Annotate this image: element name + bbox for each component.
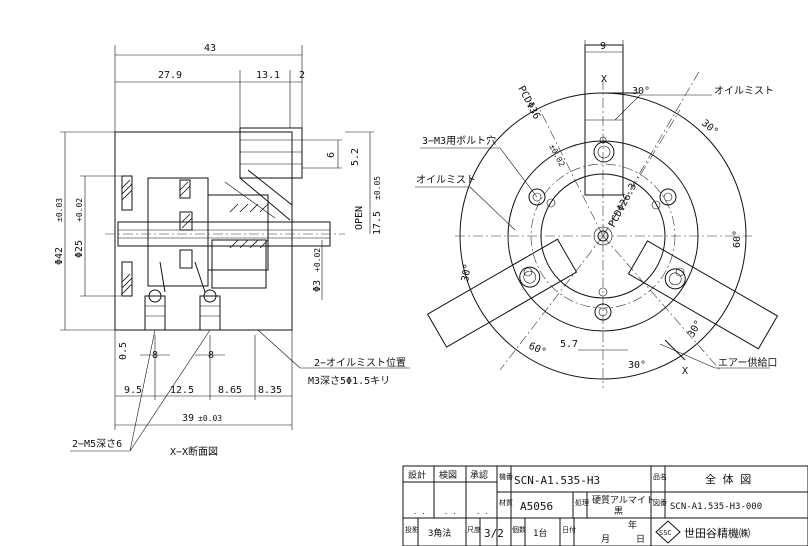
tb-check: 検図 <box>439 469 457 481</box>
logo-text: SSC <box>659 529 672 537</box>
label-x-bottom: X <box>682 366 688 377</box>
tb-zuban-label: 図番 <box>653 499 667 507</box>
angle-30-left: 30° <box>460 263 474 283</box>
tb-zairyo: A5056 <box>520 500 553 513</box>
label-open: OPEN <box>354 206 365 230</box>
note-m3-bolt: 3−M3用ボルト穴 <box>422 134 496 147</box>
dim-b95: 9.5 <box>124 385 142 396</box>
dim-right-width: 13.1 <box>256 70 280 81</box>
tb-qty-label: 個数 <box>512 525 526 534</box>
tb-shori: 硬質アルマイト <box>592 494 655 506</box>
dim-top-width: 9 <box>600 41 606 52</box>
dim-left-width: 27.9 <box>158 70 182 81</box>
dim-h175: 17.5 <box>372 211 383 235</box>
tb-design: 設計 <box>408 469 426 481</box>
company-logo: SSC <box>655 520 681 544</box>
dim-right-end: 2 <box>299 70 305 81</box>
tb-day: 日 <box>636 534 645 545</box>
note-air-port: エアー供給口 <box>718 356 777 369</box>
note-m5-depth: 2−M5深さ6 <box>72 438 122 450</box>
label-x-top: X <box>601 74 607 85</box>
note-oil-mist-pos: 2−オイルミスト位置 <box>314 356 406 369</box>
pcd-36-tol: ±0.02 <box>547 143 566 169</box>
tb-hinmei-label: 品名 <box>653 472 667 481</box>
dim-b125: 12.5 <box>170 385 194 396</box>
tb-shori-label: 処理 <box>575 498 589 507</box>
tb-dots-1: . . <box>413 508 426 516</box>
angle-30-bottom: 30° <box>628 360 646 371</box>
tb-shori-color: 黒 <box>614 506 623 517</box>
tb-tohei-label: 投影 <box>405 525 419 534</box>
tb-month: 月 <box>601 534 610 545</box>
tb-kiban-label: 機番 <box>499 472 513 481</box>
section-title: X−X断面図 <box>170 445 218 458</box>
angle-30-bottom-right: 30° <box>686 318 705 339</box>
dim-h175-tol: ±0.05 <box>373 176 382 200</box>
dim-b39-tol: ±0.03 <box>198 414 222 423</box>
dim-d25: Φ25 <box>74 240 85 258</box>
side-view: 43 27.9 13.1 2 <box>54 43 410 458</box>
dim-d42: Φ42 <box>54 247 65 265</box>
tb-approve: 承認 <box>470 469 488 481</box>
dim-b39: 39 <box>182 413 194 424</box>
note-oil-mist-left: オイルミスト <box>416 174 476 186</box>
tb-scale-label: 尺度 <box>467 525 481 534</box>
tb-year: 年 <box>628 519 637 531</box>
dim-d3: Φ3 <box>312 280 323 292</box>
tb-dots-2: . . <box>444 508 457 516</box>
title-block: 設計 検図 承認 . . . . . . 機番 SCN-A1.535-H3 品名… <box>402 465 808 546</box>
tb-date-label: 日付 <box>562 525 576 534</box>
dim-b835: 8.35 <box>258 385 282 396</box>
angle-30-top: 30° <box>632 86 650 97</box>
tb-scale: 3/2 <box>484 527 504 540</box>
tb-dots-3: . . <box>476 508 489 516</box>
dim-h52: 5.2 <box>350 148 361 166</box>
front-view: 9 X X 30° 30 <box>415 40 779 388</box>
dim-b865: 8.65 <box>218 385 242 396</box>
dim-d25-tol: +0.02 <box>75 198 84 222</box>
tb-tohei: 3角法 <box>428 527 451 539</box>
pcd-36: PCDΦ36 <box>515 84 542 121</box>
note-m3-depth: M3深さ5Φ1.5キリ <box>308 375 390 387</box>
angle-30-right: 30° <box>699 118 720 138</box>
tb-kiban: SCN-A1.535-H3 <box>514 474 600 487</box>
dim-d42-tol: ±0.03 <box>55 198 64 222</box>
dim-d3-tol: +0.02 <box>313 248 322 272</box>
tb-zuban: SCN-A1.535-H3-000 <box>670 502 762 512</box>
dim-h6: 6 <box>326 152 337 158</box>
note-oil-mist-top: オイルミスト <box>714 85 774 97</box>
dim-b05: 0.5 <box>118 342 129 360</box>
tb-qty: 1台 <box>533 527 547 539</box>
dim-b8b: 8 <box>208 350 214 361</box>
tb-hinmei: 全 体 図 <box>705 472 751 486</box>
angle-60-bottom: 60° <box>527 341 548 359</box>
dim-5-7: 5.7 <box>560 339 578 350</box>
angle-60-right: 60° <box>732 230 743 248</box>
tb-zairyo-label: 材質 <box>499 498 513 507</box>
tb-company: 世田谷精機㈱ <box>684 526 750 540</box>
dim-overall-width: 43 <box>204 43 216 54</box>
